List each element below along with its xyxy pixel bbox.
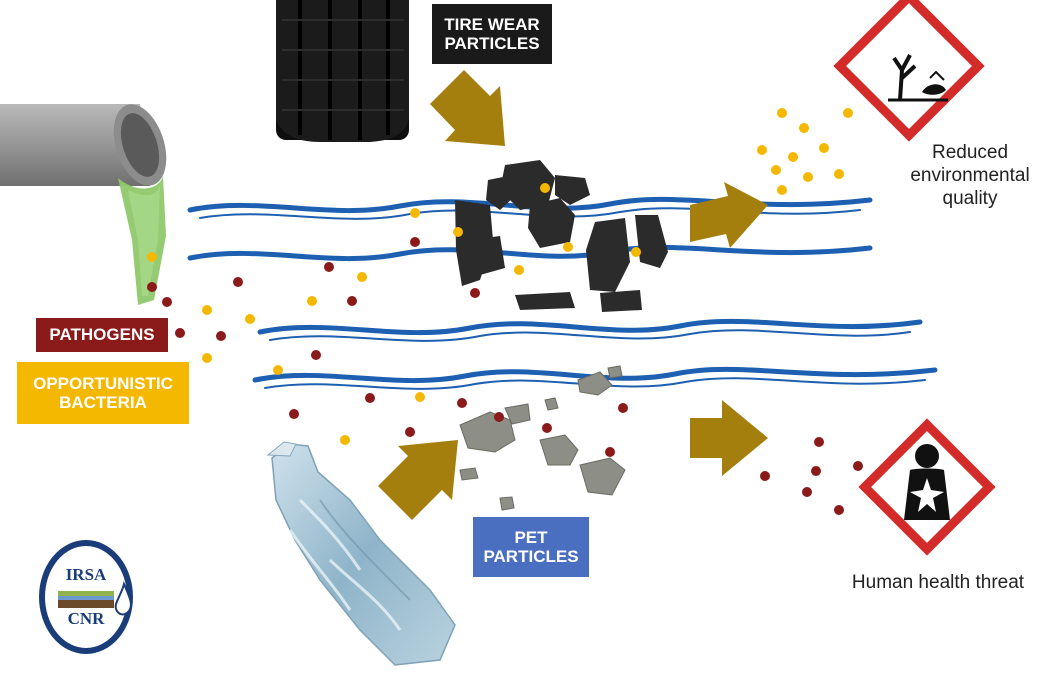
tire-particles	[455, 160, 668, 312]
health-hazard-icon	[858, 418, 996, 556]
environment-caption-line1: Reduced	[931, 142, 1009, 163]
environment-caption-line2: environmental	[910, 164, 1030, 186]
environment-caption: Reduced environmental quality	[880, 142, 1060, 210]
arrow-bottle-up	[378, 440, 458, 520]
opportunistic-label-line2: BACTERIA	[59, 393, 147, 412]
health-caption: Human health threat	[818, 572, 1058, 595]
irsa-cnr-logo	[39, 540, 133, 654]
water-waves	[187, 196, 938, 390]
opportunistic-label-line1: OPPORTUNISTIC	[33, 373, 173, 393]
pipe-icon	[0, 104, 167, 305]
logo-top-text: IRSA	[65, 565, 107, 584]
pathogens-label-text: PATHOGENS	[49, 325, 155, 345]
pathogens-label: PATHOGENS	[36, 318, 168, 352]
environment-caption-line3: quality	[942, 187, 998, 209]
tire-wear-label: TIRE WEAR PARTICLES	[432, 4, 552, 64]
health-caption-text: Human health threat	[851, 572, 1025, 593]
tire-wear-label-line2: PARTICLES	[444, 34, 540, 53]
bottle-icon	[266, 441, 456, 666]
pet-label-line1: PET	[514, 527, 548, 547]
arrow-to-health	[690, 400, 768, 476]
pet-label: PET PARTICLES	[473, 517, 589, 577]
tire-icon	[276, 0, 409, 142]
opportunistic-bacteria-label: OPPORTUNISTIC BACTERIA	[17, 362, 189, 424]
pet-particles	[459, 365, 626, 511]
arrow-to-environment	[690, 182, 768, 248]
tire-wear-label-line1: TIRE WEAR	[444, 14, 540, 34]
environment-hazard-icon	[833, 0, 985, 142]
opportunistic-bacteria-dots	[147, 108, 853, 445]
arrows	[378, 70, 768, 520]
pathogen-dots	[147, 237, 863, 515]
arrow-tire-down	[430, 70, 505, 146]
pet-label-line2: PARTICLES	[483, 547, 579, 566]
logo-bottom-text: CNR	[67, 609, 105, 628]
